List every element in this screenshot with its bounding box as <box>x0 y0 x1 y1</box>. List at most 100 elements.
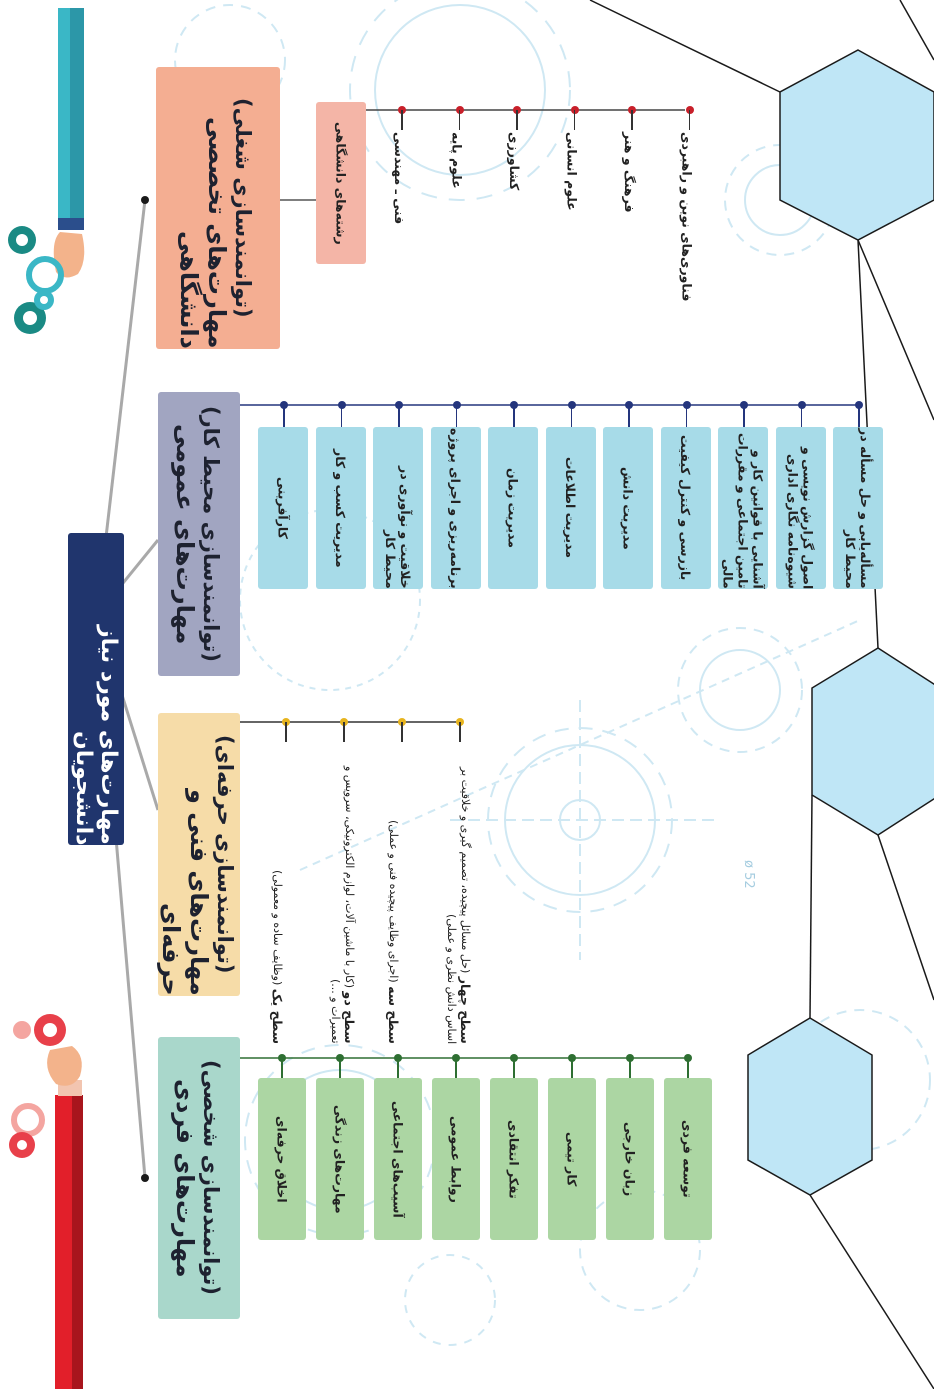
general-skill-item: مدیریت دانش <box>603 427 653 589</box>
connector-dot <box>141 1174 149 1182</box>
technical-level-item: سطح سه (اجرای وظایف پیچیده فنی و عملی) <box>386 744 401 1044</box>
academic-skills-header: مهارت‌های تخصصی دانشگاهی (توانمندسازی شغ… <box>156 67 280 349</box>
individual-skill-label: مهارت‌های زندگی <box>332 1104 348 1214</box>
connector-line <box>858 405 860 427</box>
general-skills-header: مهارت‌های عمومی (توانمندسازی محیط کار) <box>158 392 240 676</box>
hexagon-decoration <box>747 49 934 1196</box>
general-skill-label: خلاقیت و نوآوری در محیط کار <box>383 466 413 589</box>
connector-line <box>281 1058 283 1078</box>
technical-level-description: (وظایف ساده و معمولی) <box>271 869 284 989</box>
connector-line <box>459 722 461 742</box>
individual-skill-item: کار تیمی <box>548 1078 596 1240</box>
individual-skill-item: اخلاق حرفه‌ای <box>258 1078 306 1240</box>
technical-connector-lines <box>240 721 458 723</box>
connector-line <box>687 1058 689 1078</box>
technical-level-description: (اجرای وظایف پیچیده فنی و عملی) <box>387 820 400 987</box>
academic-field-label: علوم پایه <box>449 132 465 189</box>
hand-magnifier-gears-illustration-top <box>8 8 85 334</box>
technical-level-label: سطح چهار <box>458 977 473 1044</box>
connector-line <box>401 110 403 130</box>
technical-skills-subtitle: (توانمندسازی حرفه‌ای) <box>213 735 237 974</box>
connector-line <box>401 722 403 742</box>
connector-line <box>339 1058 341 1078</box>
general-skill-label: مسأله‌یابی و حل مسأله در محیط کار <box>843 428 873 589</box>
individual-skill-label: تفکر انتقادی <box>506 1119 522 1199</box>
individual-skills-title: مهارت‌های فردی <box>171 1078 199 1278</box>
technical-level-item: سطح دو (کار با ماشین آلات، لوازم الکترون… <box>328 744 357 1044</box>
general-skill-item: بازرسی و کنترل کیفیت <box>660 427 711 589</box>
general-skill-item: برنامه‌ریزی و اجرای پروژه <box>430 427 481 589</box>
academic-field-label: فناوری‌های نوین و راهبردی <box>679 132 695 302</box>
connector-line <box>570 405 572 427</box>
individual-skill-item: آسیب‌های اجتماعی <box>374 1078 422 1240</box>
academic-skills-title: مهارت‌های تخصصی دانشگاهی <box>175 117 231 349</box>
academic-field-label: فنی ـ مهندسی <box>392 132 407 225</box>
connector-line <box>631 110 633 130</box>
general-skill-item: مسأله‌یابی و حل مسأله در محیط کار <box>833 427 883 589</box>
general-skills-title: مهارت‌های عمومی <box>171 423 199 645</box>
technical-skills-title: مهارت‌های فنی و حرفه‌ای <box>157 789 213 996</box>
connector-line <box>343 722 345 742</box>
hand-magnifier-gears-illustration-bottom <box>9 1014 83 1389</box>
individual-skill-label: زبان خارجی <box>622 1121 638 1197</box>
general-skill-label: بازرسی و کنترل کیفیت <box>678 435 693 581</box>
technical-level-label: سطح یک <box>270 988 285 1044</box>
technical-skills-header: مهارت‌های فنی و حرفه‌ای (توانمندسازی حرف… <box>157 713 240 996</box>
connector-line <box>455 405 457 427</box>
individual-skill-item: زبان خارجی <box>606 1078 654 1240</box>
general-skill-label: مدیریت کسب و کار <box>333 448 348 568</box>
general-skill-label: اصول گزارش نویسی و شیوه‌نامه نگاری اداری <box>785 446 816 589</box>
technical-level-label: سطح سه <box>386 986 401 1044</box>
connector-line <box>283 405 285 427</box>
connector-dot <box>141 196 149 204</box>
technical-level-label: سطح دو <box>342 991 357 1044</box>
general-skill-item: مدیریت اطلاعات <box>545 427 596 589</box>
general-skill-label: مدیریت اطلاعات <box>563 457 578 559</box>
connector-line <box>688 110 690 130</box>
general-skill-item: کارآفرینی <box>258 427 308 589</box>
connector-line <box>743 405 745 427</box>
main-title-box: مهارت‌های مورد نیاز دانشجویان <box>68 533 124 845</box>
academic-field-label: علوم انسانی <box>564 132 580 211</box>
connector-line <box>571 1058 573 1078</box>
connector-line <box>285 722 287 742</box>
connector-line <box>458 110 460 130</box>
connector-line <box>573 110 575 130</box>
technical-level-description: (حل مسائل پیچیده، تصمیم گیری و خلاقیت بر… <box>445 767 472 1044</box>
general-skill-item: خلاقیت و نوآوری در محیط کار <box>373 427 423 589</box>
connector-line <box>685 405 687 427</box>
connector-line <box>455 1058 457 1078</box>
individual-skill-label: روابط عمومی <box>448 1115 464 1203</box>
individual-skills-header: مهارت‌های فردی (توانمندسازی شخصی) <box>158 1037 240 1319</box>
general-skill-label: کارآفرینی <box>275 477 291 539</box>
general-skill-item: اصول گزارش نویسی و شیوه‌نامه نگاری اداری <box>775 427 826 589</box>
connector-line <box>340 405 342 427</box>
academic-field-label: فرهنگ و هنر <box>622 132 637 213</box>
academic-fields-label: رشته‌های دانشگاهی <box>333 121 349 245</box>
general-skill-label: مدیریت دانش <box>620 466 636 550</box>
academic-fields-label-box: رشته‌های دانشگاهی <box>316 102 366 264</box>
connector-line <box>398 405 400 427</box>
general-skill-item: مدیریت کسب و کار <box>315 427 366 589</box>
individual-skill-item: توسعه فردی <box>664 1078 712 1240</box>
individual-skill-label: آسیب‌های اجتماعی <box>390 1100 406 1218</box>
connector-line <box>800 405 802 427</box>
individual-skill-label: کار تیمی <box>564 1131 580 1187</box>
connector-line <box>513 1058 515 1078</box>
general-skill-item: مدیریت زمان <box>488 427 538 589</box>
individual-skill-item: مهارت‌های زندگی <box>316 1078 364 1240</box>
individual-skill-item: تفکر انتقادی <box>490 1078 538 1240</box>
connector-line <box>397 1058 399 1078</box>
connector-line <box>513 405 515 427</box>
general-skill-label: مدیریت زمان <box>505 467 521 548</box>
connector-line <box>628 405 630 427</box>
general-skill-item: آشنایی با قوانین کار و تامین اجتماعی و م… <box>718 427 768 589</box>
academic-field-label: کشاورزی <box>507 132 522 191</box>
individual-skill-label: اخلاق حرفه‌ای <box>274 1115 290 1203</box>
dimension-label: ø 52 <box>741 860 756 889</box>
individual-skills-subtitle: (توانمندسازی شخصی) <box>199 1060 223 1296</box>
connector-line <box>629 1058 631 1078</box>
technical-level-description: (کار با ماشین آلات، لوازم الکترونیکی، سر… <box>329 766 356 1044</box>
